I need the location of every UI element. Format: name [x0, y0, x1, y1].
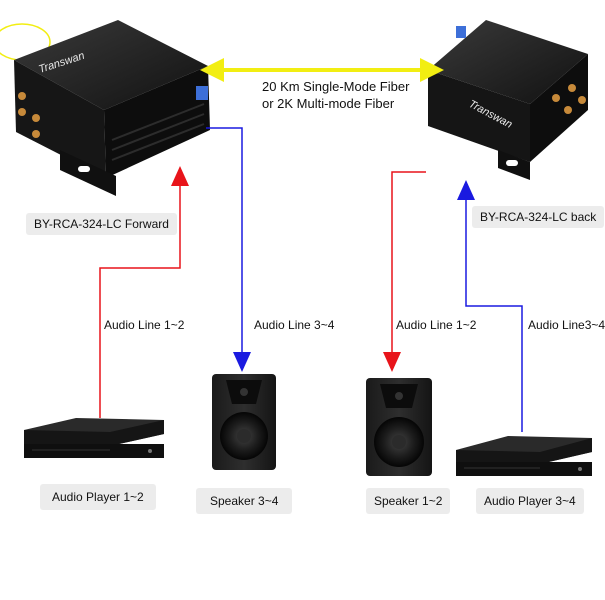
audio-player-left-label: Audio Player 1~2 [40, 484, 156, 510]
fiber-link-arrow [200, 58, 444, 82]
audio-player-right-device [456, 436, 592, 476]
forward-converter-device [14, 20, 210, 196]
speaker-3-4-device [212, 374, 276, 470]
audio-player-right-label: Audio Player 3~4 [476, 488, 584, 514]
back-unit-label: BY-RCA-324-LC back [472, 206, 605, 228]
left-blue-audio-line [206, 127, 251, 372]
right-red-line-label: Audio Line 1~2 [396, 318, 477, 332]
left-red-audio-line [99, 166, 189, 418]
right-blue-audio-line [457, 180, 523, 432]
left-blue-line-label: Audio Line 3~4 [254, 318, 335, 332]
speaker-1-2-device [366, 378, 432, 476]
speaker-1-2-label: Speaker 1~2 [366, 488, 451, 514]
fiber-description: 20 Km Single-Mode Fiber or 2K Multi-mode… [262, 78, 409, 112]
back-converter-device [428, 20, 588, 180]
speaker-3-4-label: Speaker 3~4 [196, 488, 293, 514]
left-red-line-label: Audio Line 1~2 [104, 318, 185, 332]
audio-player-left-device [24, 418, 164, 458]
right-blue-line-label: Audio Line3~4 [528, 318, 605, 332]
right-red-audio-line [383, 171, 426, 372]
fiber-line-1: 20 Km Single-Mode Fiber [262, 79, 410, 94]
fiber-line-2: or 2K Multi-mode Fiber [262, 96, 395, 111]
forward-unit-label: BY-RCA-324-LC Forward [26, 213, 177, 235]
